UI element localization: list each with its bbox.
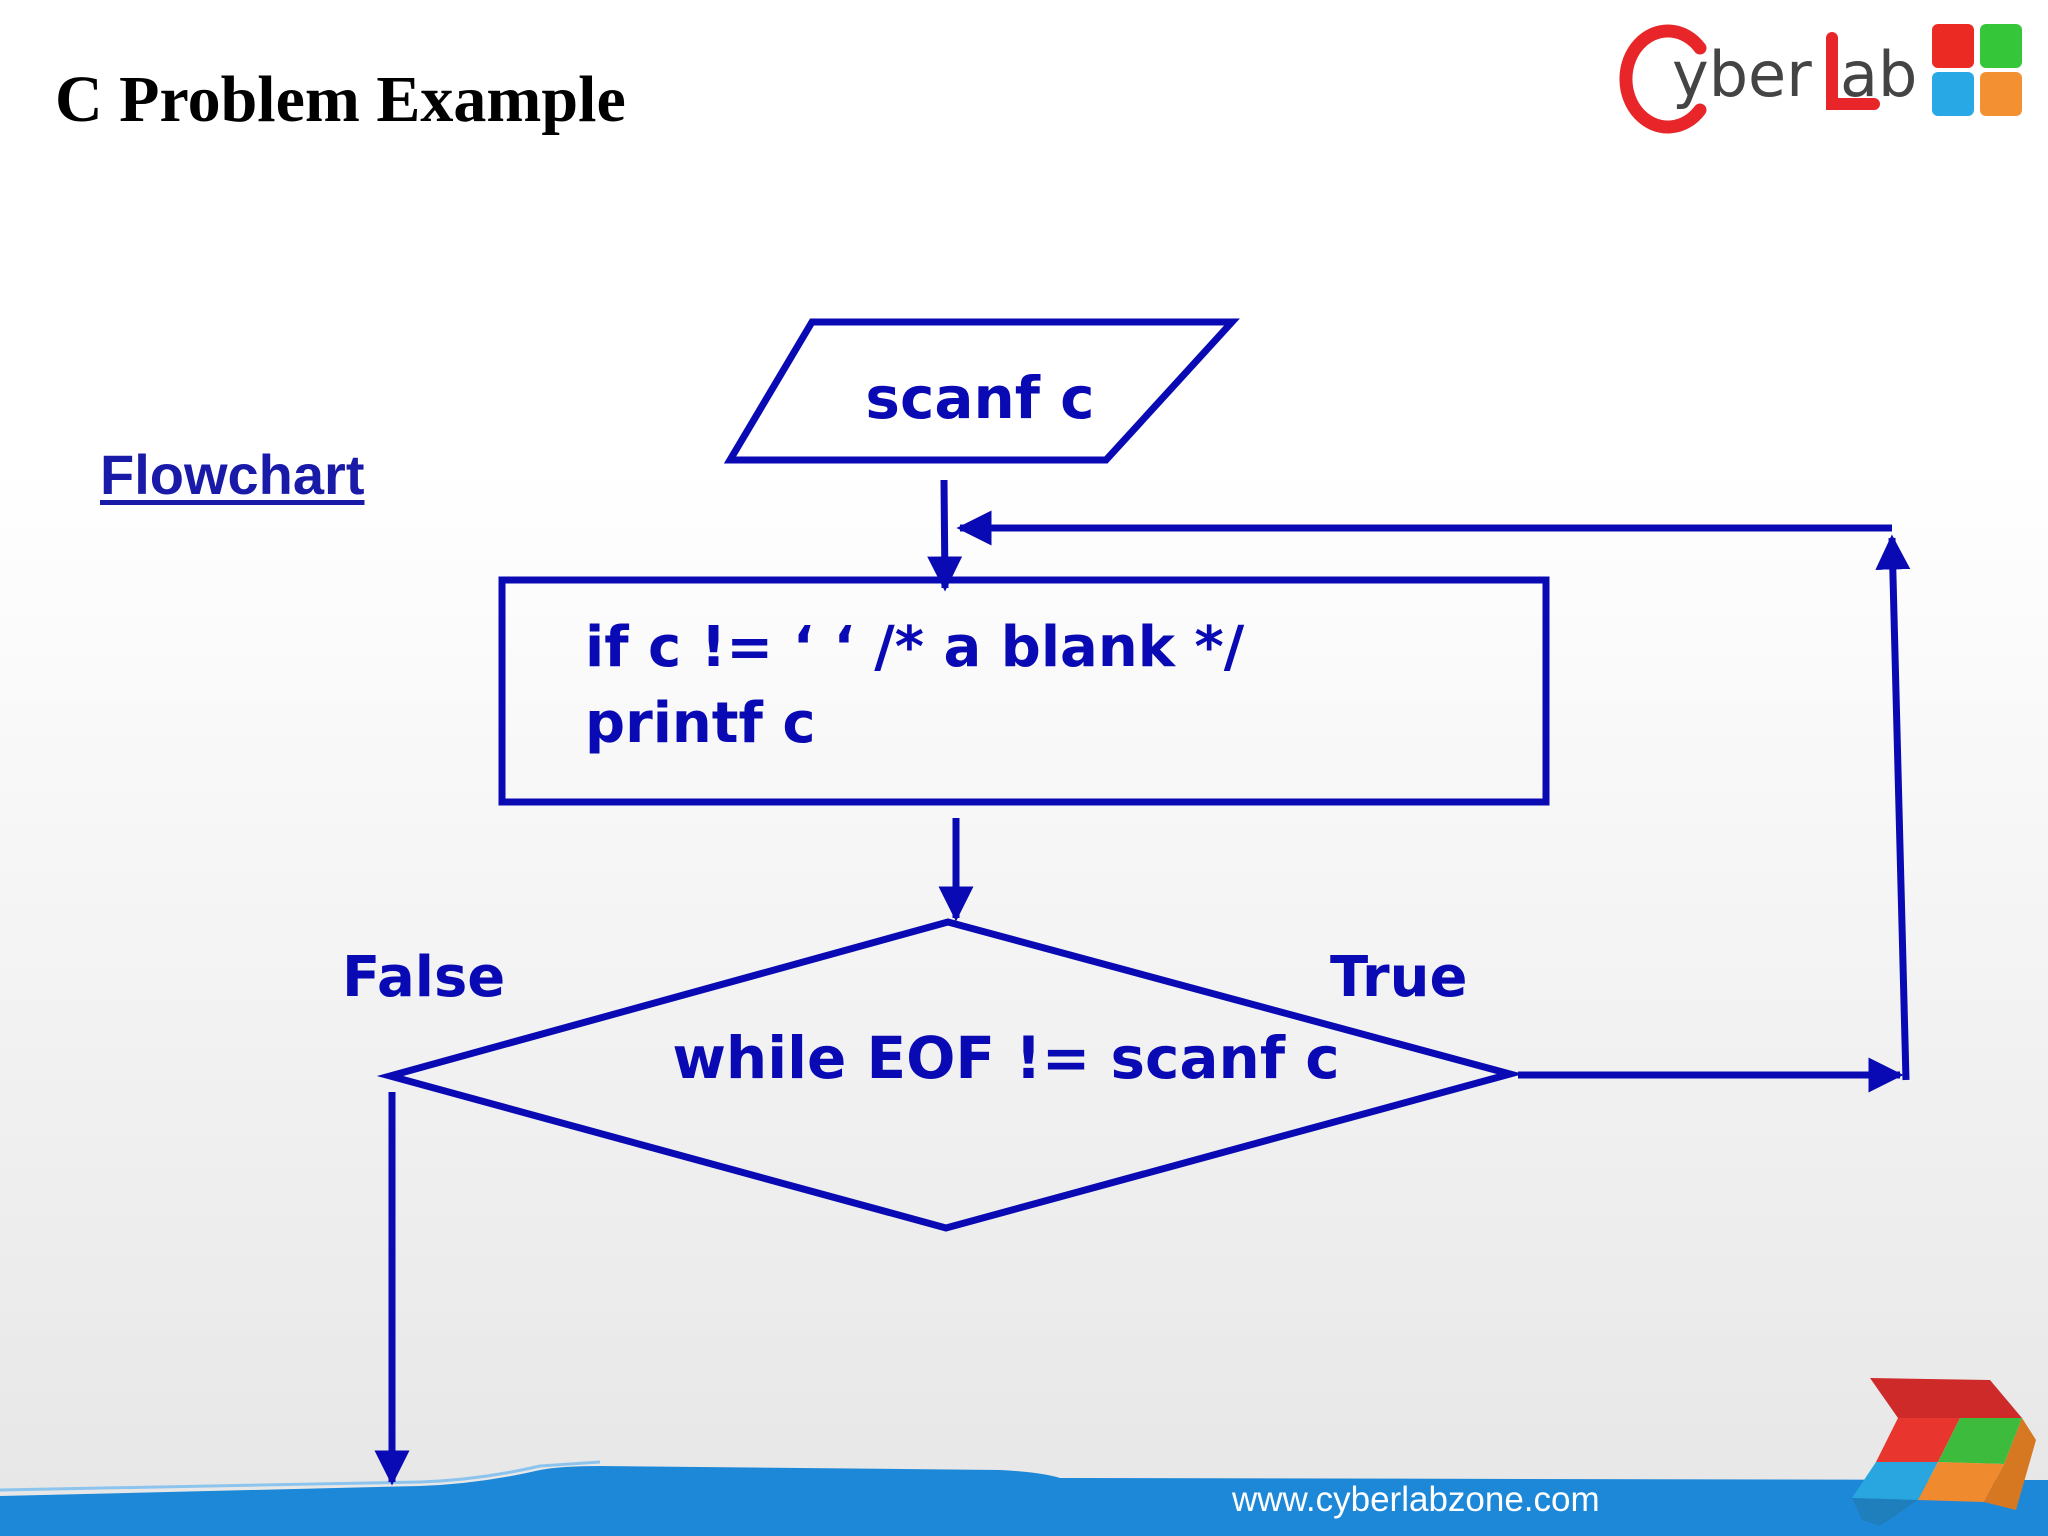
logo-text-yber: yber <box>1672 38 1812 111</box>
flowchart-heading: Flowchart <box>100 443 365 506</box>
true-label: True <box>1330 945 1468 1010</box>
arrow-input-to-process <box>927 479 963 592</box>
footer-url[interactable]: www.cyberlabzone.com <box>1232 1480 1600 1519</box>
false-label: False <box>342 945 505 1010</box>
input-node <box>723 318 1240 464</box>
true-branch-connector <box>956 510 1911 1093</box>
process-line-1: if c != ‘ ‘ /* a blank */ <box>585 615 1245 680</box>
process-line-2: printf c <box>585 691 816 756</box>
input-node-text: scanf c <box>865 364 1094 432</box>
decision-node <box>376 918 1524 1232</box>
cube-decoration <box>1852 1378 2036 1526</box>
cyberlab-logo: yber ab <box>1619 24 2022 134</box>
slide-title: C Problem Example <box>55 63 626 136</box>
footer-band <box>0 1460 2048 1536</box>
logo-text-ab: ab <box>1840 38 1917 111</box>
decision-node-text: while EOF != scanf c <box>672 1024 1339 1092</box>
process-node <box>498 576 1550 806</box>
